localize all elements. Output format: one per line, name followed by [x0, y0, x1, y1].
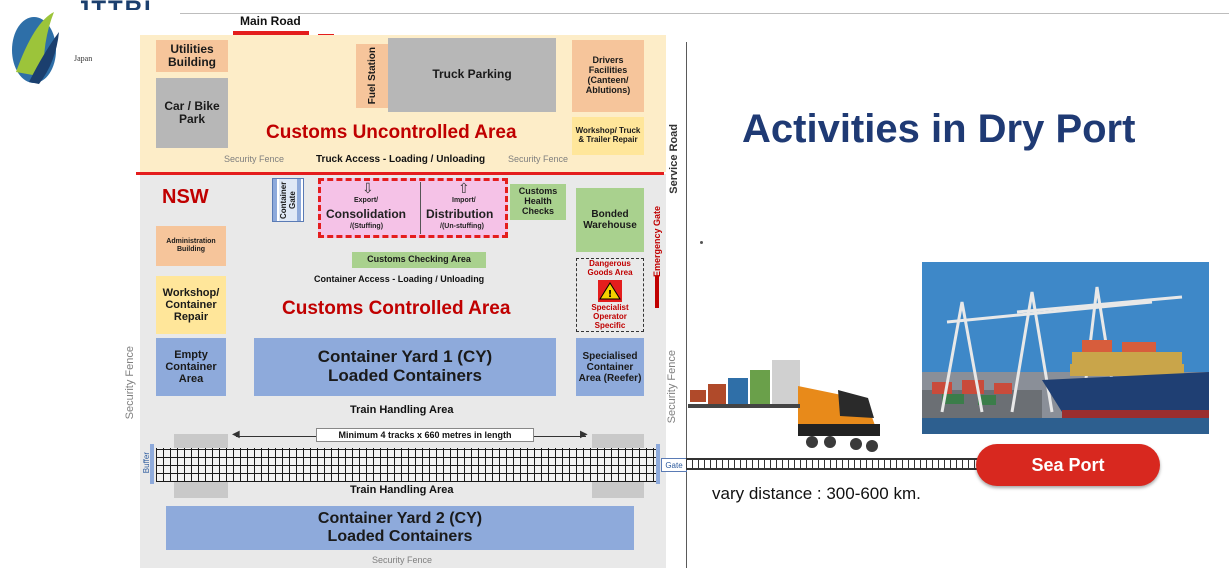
export-icon: ⇩ [362, 180, 374, 196]
fence-left-label: Security Fence [224, 154, 285, 164]
cy1-line1: Container Yard 1 (CY) [317, 347, 493, 367]
utilities-building-label: Utilities Building [168, 41, 216, 69]
logo-icon [12, 12, 59, 84]
gate-right [656, 444, 660, 484]
signal-right-bottom [592, 482, 644, 498]
arrow-left-icon: ◀ [232, 429, 240, 440]
utilities-building: Utilities Building [156, 40, 228, 72]
drivers-facilities: Drivers Facilities (Canteen/ Ablutions) [572, 40, 644, 112]
arrow-right-icon: ▶ [580, 429, 588, 440]
administration-building: Administration Building [156, 226, 226, 266]
container-yard-1: Container Yard 1 (CY) Loaded Containers [254, 338, 556, 396]
stuffing-label: /(Stuffing) [350, 223, 384, 230]
car-park-label: Car / Bike Park [164, 98, 220, 126]
unstuffing-label: /(Un-stuffing) [440, 223, 484, 230]
container-yard-2: Container Yard 2 (CY) Loaded Containers [166, 506, 634, 550]
import-icon: ⇧ [458, 180, 470, 196]
fuel-station: Fuel Station [356, 44, 388, 108]
nsw-label: NSW [162, 186, 209, 208]
signal-left-bottom [174, 482, 228, 498]
service-road-label: Service Road [668, 124, 680, 194]
workshop-truck: Workshop/ Truck & Trailer Repair [572, 117, 644, 155]
emergency-gate-label: Emergency Gate [652, 206, 662, 278]
workshop-truck-label: Workshop/ Truck & Trailer Repair [575, 126, 641, 144]
train-handling-top-label: Train Handling Area [350, 404, 454, 416]
distance-label: vary distance : 300-600 km. [712, 484, 921, 503]
bonded-warehouse-label: Bonded Warehouse [583, 209, 637, 231]
security-fence-left-vertical: Security Fence [124, 346, 136, 420]
sea-port-rail [686, 458, 980, 470]
signal-left-top [174, 434, 228, 450]
main-road-label: Main Road [240, 14, 301, 28]
workshop-container: Workshop/ Container Repair [156, 276, 226, 334]
cy2-line1: Container Yard 2 (CY) [317, 510, 483, 528]
warning-icon: ! [598, 280, 622, 302]
rail-tracks [156, 448, 656, 482]
administration-label: Administration Building [166, 238, 216, 253]
customs-health-label: Customs Health Checks [518, 186, 558, 216]
buffer-label: Buffer [142, 452, 151, 474]
vertical-road-line [686, 42, 687, 568]
signal-right-top [592, 434, 644, 450]
page-title: Activities in Dry Port [742, 107, 1136, 151]
car-park: Car / Bike Park [156, 78, 228, 148]
empty-container-label: Empty Container Area [165, 348, 217, 386]
logo-subtext: Japan [74, 54, 93, 63]
fuel-station-label: Fuel Station [366, 47, 378, 105]
cy1-line2: Loaded Containers [328, 366, 482, 385]
top-divider [180, 13, 1229, 14]
fence-bottom-label: Security Fence [372, 555, 433, 565]
customs-checking-label: Customs Checking Area [367, 254, 471, 265]
specialist-operator-label: Specialist Operator Specific [591, 303, 629, 330]
emergency-gate-marker [655, 276, 659, 308]
drivers-facilities-label: Drivers Facilities (Canteen/ Ablutions) [585, 55, 631, 95]
controlled-area-label: Customs Controlled Area [282, 298, 511, 319]
dangerous-goods-area [576, 258, 644, 332]
import-small-label: Import/ [452, 197, 476, 204]
customs-health-checks: Customs Health Checks [510, 184, 566, 220]
svg-text:!: ! [608, 289, 613, 300]
specialised-container-area: Specialised Container Area (Reefer) [576, 338, 644, 396]
container-access-label: Container Access - Loading / Unloading [314, 274, 485, 284]
consolidation-divider [420, 182, 421, 234]
distribution-label: Distribution [426, 207, 494, 221]
train-image [688, 360, 880, 452]
cy2-line2: Loaded Containers [327, 528, 473, 545]
sea-port-badge: Sea Port [976, 444, 1160, 486]
truck-parking-label: Truck Parking [432, 67, 512, 82]
uncontrolled-area-label: Customs Uncontrolled Area [266, 122, 517, 143]
train-handling-bottom-label: Train Handling Area [350, 484, 454, 496]
fence-right-label: Security Fence [508, 154, 569, 164]
buffer-left [150, 444, 154, 484]
gate-label: Gate [661, 458, 687, 472]
empty-container-area: Empty Container Area [156, 338, 226, 396]
workshop-container-label: Workshop/ Container Repair [162, 286, 220, 324]
customs-checking-area: Customs Checking Area [352, 252, 486, 268]
specialised-label: Specialised Container Area (Reefer) [578, 350, 642, 384]
consolidation-label: Consolidation [326, 207, 406, 221]
container-gate-label: Container Gate [279, 179, 297, 221]
port-photo [922, 262, 1209, 434]
bullet-dot [700, 241, 703, 244]
min-tracks-label: Minimum 4 tracks x 660 metres in length [316, 428, 534, 442]
dangerous-goods-label: Dangerous Goods Area [587, 259, 633, 277]
truck-access-label: Truck Access - Loading / Unloading [316, 154, 486, 165]
container-gate: Container Gate [272, 178, 304, 222]
logo: JTTRI Japan [4, 0, 151, 88]
logo-letters: JTTRI [76, 0, 153, 10]
export-small-label: Export/ [354, 197, 379, 204]
bonded-warehouse: Bonded Warehouse [576, 188, 644, 252]
zone-divider [136, 172, 664, 175]
security-fence-right-vertical: Security Fence [666, 350, 678, 424]
consolidation-area [318, 178, 508, 238]
truck-parking: Truck Parking [388, 38, 556, 112]
